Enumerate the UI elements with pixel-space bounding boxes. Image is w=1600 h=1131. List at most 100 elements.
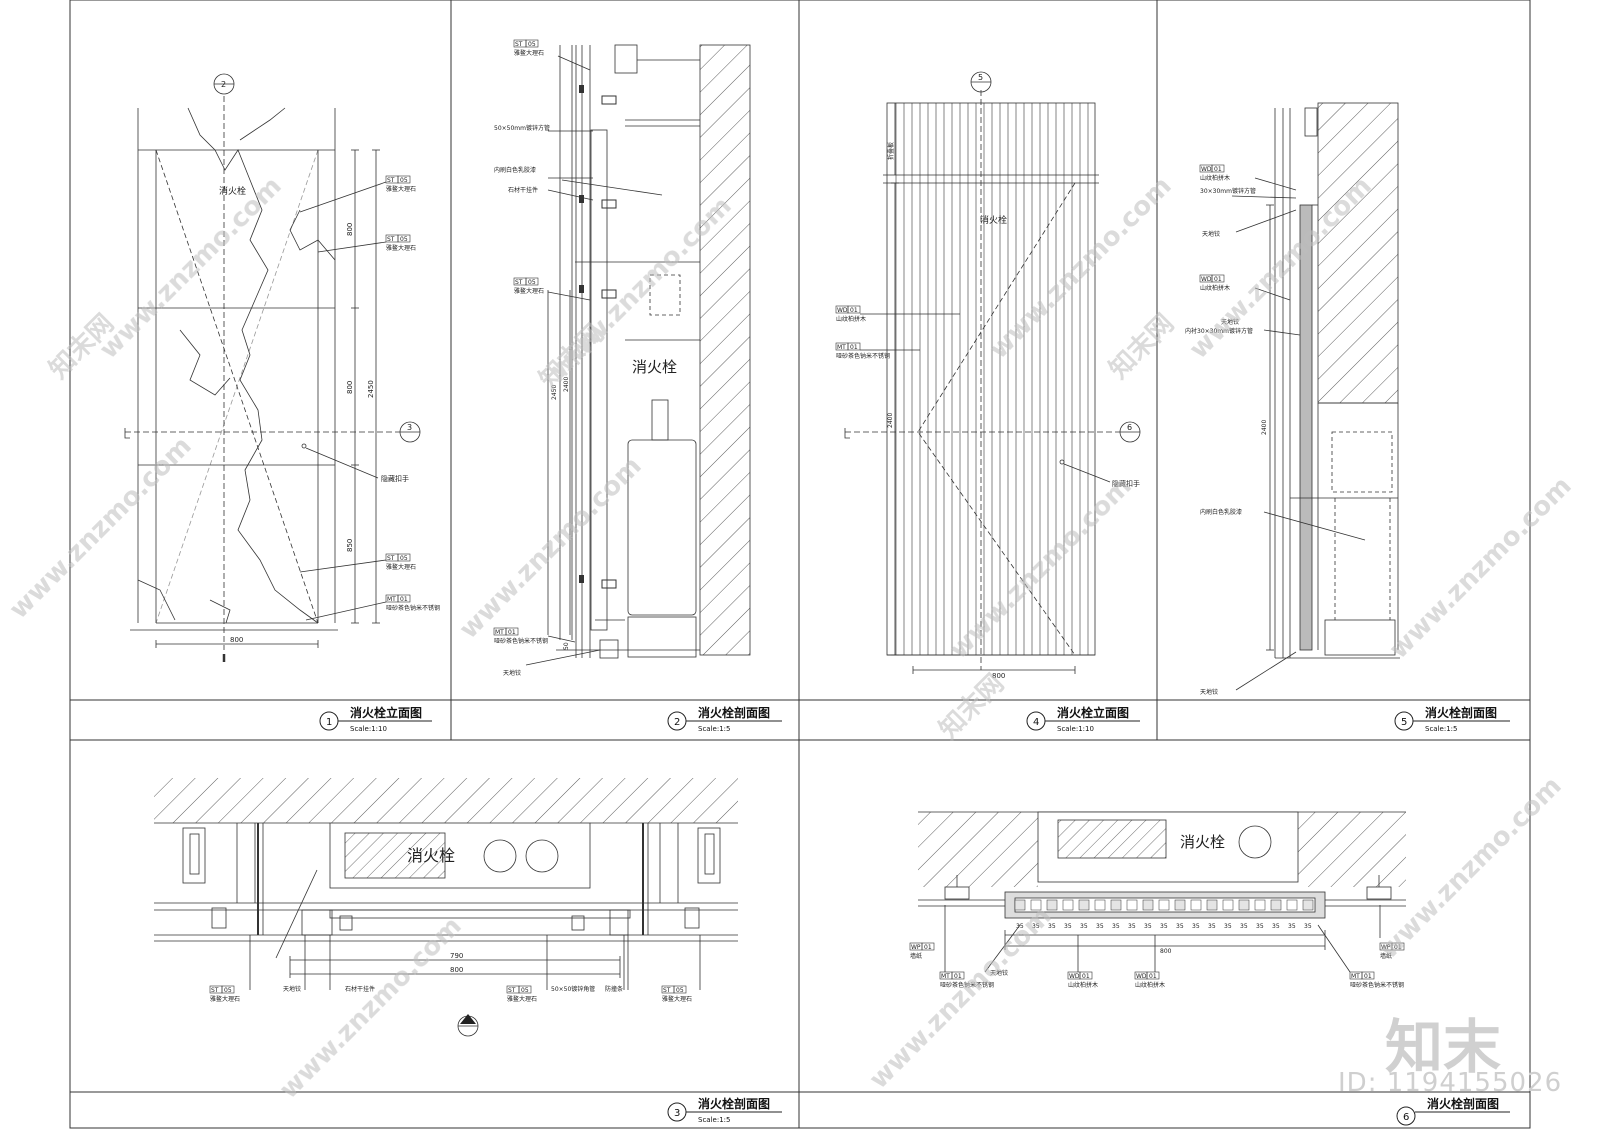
p6-seg-dim: 35 xyxy=(1256,923,1264,930)
p2-note-paint: 内刷白色乳胶漆 xyxy=(494,166,536,174)
p6-slat-box xyxy=(1286,899,1298,911)
sheet-frame xyxy=(69,0,1531,1129)
svg-text:消火栓立面图: 消火栓立面图 xyxy=(350,705,422,720)
svg-text:05: 05 xyxy=(400,236,408,243)
svg-text:05: 05 xyxy=(676,987,684,994)
svg-text:5: 5 xyxy=(1401,717,1407,728)
p5-note-hinge-2: 天地铰 xyxy=(1221,318,1239,326)
dim-800-b: 800 xyxy=(346,381,354,394)
p4-box-label: 消火栓 xyxy=(980,214,1007,226)
svg-text:3: 3 xyxy=(674,1108,680,1119)
dim-2450: 2450 xyxy=(367,380,375,398)
p6-hydrant-label: 消火栓 xyxy=(1180,833,1225,851)
svg-text:05: 05 xyxy=(528,279,536,286)
dim-850: 850 xyxy=(346,539,354,552)
panel-5-section: 30×30mm镀锌方管 天地铰 天地铰 内衬30×30mm镀锌方管 内刷白色乳胶… xyxy=(1185,102,1400,696)
svg-text:雅鳌大理石: 雅鳌大理石 xyxy=(514,287,544,295)
svg-text:MT: MT xyxy=(387,596,396,603)
p4-handle: 隐藏扣手 xyxy=(1112,479,1140,488)
svg-text:消火栓剖面图: 消火栓剖面图 xyxy=(1427,1096,1499,1111)
svg-text:雅鳌大理石: 雅鳌大理石 xyxy=(514,49,544,57)
p2-dim-2400: 2400 xyxy=(563,377,570,392)
p4-dim-800: 800 xyxy=(992,672,1005,680)
svg-text:Scale:1:5: Scale:1:5 xyxy=(1425,725,1457,733)
p6-seg-dim: 35 xyxy=(1192,923,1200,930)
svg-text:Scale:1:5: Scale:1:5 xyxy=(698,1116,730,1124)
title-block-2: 2 消火栓剖面图 Scale:1:5 xyxy=(667,705,782,733)
p3-note-strip: 防撞条 xyxy=(605,985,623,993)
p5-note-inner: 内衬30×30mm镀锌方管 xyxy=(1185,327,1253,335)
p5-note-paint: 内刷白色乳胶漆 xyxy=(1200,508,1242,516)
svg-text:雅鳌大理石: 雅鳌大理石 xyxy=(507,995,537,1003)
svg-text:消火栓剖面图: 消火栓剖面图 xyxy=(698,705,770,720)
title-block-6: 6 消火栓剖面图 xyxy=(1396,1096,1510,1126)
svg-text:01: 01 xyxy=(1149,973,1157,980)
watermark-id: ID: 1194155026 xyxy=(1338,1068,1563,1098)
svg-text:Scale:1:5: Scale:1:5 xyxy=(698,725,730,733)
svg-text:05: 05 xyxy=(224,987,232,994)
p4-grid-top: 5 xyxy=(978,73,983,82)
title-block-1: 1 消火栓立面图 Scale:1:10 xyxy=(319,705,432,733)
svg-text:01: 01 xyxy=(1364,973,1372,980)
p6-seg-dim: 35 xyxy=(1016,923,1024,930)
p4-side-note: 折叠板 xyxy=(887,142,895,160)
svg-text:05: 05 xyxy=(528,41,536,48)
svg-text:01: 01 xyxy=(954,973,962,980)
p3-dim-800: 800 xyxy=(450,966,463,974)
svg-text:消火栓立面图: 消火栓立面图 xyxy=(1057,705,1129,720)
svg-text:01: 01 xyxy=(924,944,932,951)
svg-text:山纹柏拼木: 山纹柏拼木 xyxy=(1200,174,1230,182)
p6-seg-dim: 35 xyxy=(1288,923,1296,930)
svg-text:Scale:1:10: Scale:1:10 xyxy=(350,725,387,733)
svg-text:01: 01 xyxy=(1082,973,1090,980)
svg-text:01: 01 xyxy=(1214,166,1222,173)
svg-text:WD: WD xyxy=(837,307,848,314)
p6-seg-dim: 35 xyxy=(1144,923,1152,930)
watermark-text: www.znzmo.com xyxy=(1384,471,1578,665)
svg-text:MT: MT xyxy=(837,344,846,351)
svg-text:6: 6 xyxy=(1403,1112,1409,1123)
p6-slat-box xyxy=(1014,899,1026,911)
p6-seg-dim: 35 xyxy=(1160,923,1168,930)
svg-text:ST: ST xyxy=(387,555,395,562)
svg-text:哑砂茶色钠米不锈钢: 哑砂茶色钠米不锈钢 xyxy=(940,981,994,989)
svg-text:消火栓剖面图: 消火栓剖面图 xyxy=(698,1096,770,1111)
title-block-3: 3 消火栓剖面图 Scale:1:5 xyxy=(667,1096,782,1124)
p6-slat-box xyxy=(1094,899,1106,911)
svg-text:山纹柏拼木: 山纹柏拼木 xyxy=(1068,981,1098,989)
p3-marker: 1 xyxy=(466,1017,470,1024)
svg-text:哑砂茶色钠米不锈钢: 哑砂茶色钠米不锈钢 xyxy=(494,637,548,645)
p5-note-hinge-3: 天地铰 xyxy=(1200,688,1218,696)
svg-text:WP: WP xyxy=(1381,944,1391,951)
p6-seg-dim: 35 xyxy=(1208,923,1216,930)
svg-text:01: 01 xyxy=(850,307,858,314)
svg-text:哑砂茶色钠米不锈钢: 哑砂茶色钠米不锈钢 xyxy=(836,352,890,360)
p6-slat-box xyxy=(1206,899,1218,911)
svg-text:01: 01 xyxy=(1214,276,1222,283)
p3-dim-790: 790 xyxy=(450,952,463,960)
p6-slat-box xyxy=(1126,899,1138,911)
svg-text:墙纸: 墙纸 xyxy=(910,952,922,960)
p6-seg-dim: 35 xyxy=(1240,923,1248,930)
svg-text:哑砂茶色钠米不锈钢: 哑砂茶色钠米不锈钢 xyxy=(1350,981,1404,989)
p6-slat-box xyxy=(1302,899,1314,911)
svg-text:WD: WD xyxy=(1069,973,1080,980)
svg-text:山纹柏拼木: 山纹柏拼木 xyxy=(1135,981,1165,989)
panel-2-section: 消火栓 50×50mm镀锌方管 内刷白色乳胶漆 石材干挂件 天地铰 2450 2… xyxy=(493,39,751,677)
watermark-brand: 知末 xyxy=(1385,1013,1502,1081)
p6-slat-box xyxy=(1190,899,1202,911)
svg-text:MT: MT xyxy=(941,973,950,980)
